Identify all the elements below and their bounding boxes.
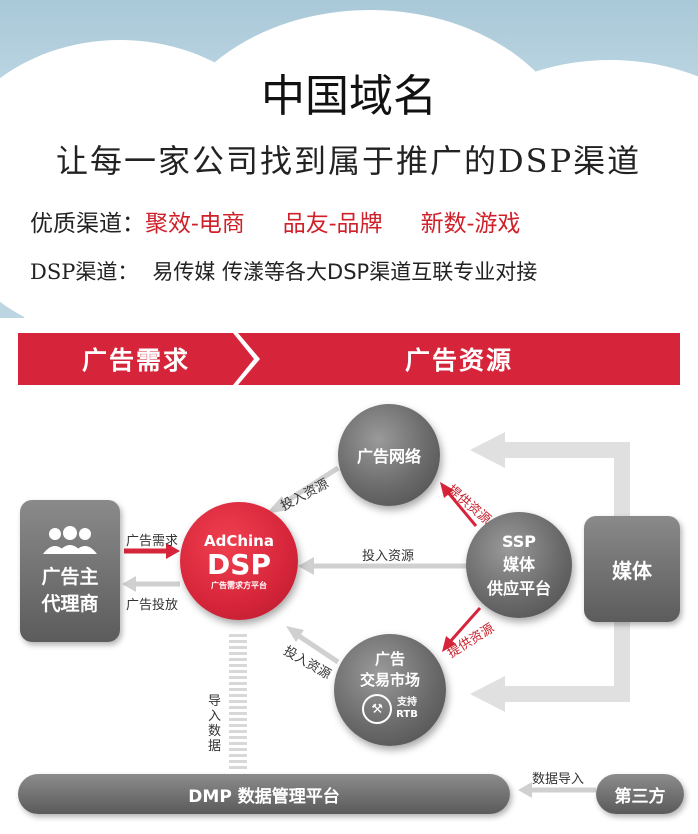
media-box: 媒体 (584, 516, 680, 622)
rtb-support-label: 支持 (396, 697, 417, 708)
dsp-channels-row: DSP渠道： 易传媒 传漾等各大DSP渠道互联专业对接 (30, 256, 537, 286)
rtb-label: RTB (396, 709, 418, 720)
third-party-label: 第三方 (614, 786, 666, 807)
arrowhead (298, 557, 314, 575)
agency-label: 代理商 (41, 593, 99, 615)
advertiser-label: 广告主 (41, 566, 99, 588)
ssp-platform-label: 供应平台 (486, 578, 551, 598)
arrowhead (442, 636, 456, 652)
exchange-label: 广告 (374, 650, 405, 668)
exchange-market-label: 交易市场 (359, 671, 420, 689)
dsp-channels-text: 易传媒 传漾等各大DSP渠道互联专业对接 (152, 260, 538, 284)
ad-exchange-circle: 广告 交易市场 ⚒ 支持 RTB (334, 634, 446, 746)
ssp-to-network-arrow (444, 489, 478, 527)
arrowhead (122, 576, 136, 592)
header-ad-demand-label: 广告需求 (81, 346, 190, 375)
rtb-badge: ⚒ 支持 RTB (362, 694, 418, 724)
arrowhead (518, 782, 532, 798)
quality-channel-item: 聚效-电商 (145, 211, 245, 237)
media-to-network-arrow (500, 442, 630, 520)
third-party-box: 第三方 (596, 774, 684, 814)
data-import-label: 数据导入 (532, 772, 585, 787)
media-label: 媒体 (612, 558, 652, 583)
ad-network-label: 广告网络 (356, 447, 421, 466)
gavel-icon: ⚒ (362, 694, 393, 724)
dsp-prefix: DSP渠道： (30, 260, 139, 284)
dmp-bar: DMP 数据管理平台 (18, 774, 510, 814)
quality-channel-item: 品友-品牌 (282, 211, 383, 237)
quality-prefix: 优质渠道： (30, 211, 145, 237)
header-ad-demand: 广告需求 (18, 333, 254, 385)
dsp-subtitle: 广告需求方平台 (211, 580, 267, 590)
ssp-to-exchange-arrow (446, 607, 482, 645)
arrowhead (286, 626, 304, 642)
dsp-circle: AdChina DSP 广告需求方平台 (180, 502, 298, 620)
people-icon (43, 526, 97, 554)
dsp-brand: AdChina (204, 531, 274, 550)
top-banner: 中国域名 让每一家公司找到属于推广的DSP渠道 优质渠道：聚效-电商 品友-品牌 新… (0, 0, 698, 318)
network-to-dsp-arrow (274, 465, 340, 511)
header-ad-resources-label: 广告资源 (404, 346, 513, 375)
banner-slogan: 让每一家公司找到属于推广的DSP渠道 (56, 142, 642, 180)
advertiser-agency-box: 广告主 代理商 (20, 500, 120, 642)
arrowhead (266, 496, 288, 514)
import-data-label: 导入数据 (208, 694, 222, 754)
header-ad-resources: 广告资源 (238, 333, 680, 385)
ad-delivery-label: 广告投放 (126, 598, 179, 613)
quality-channels-row: 优质渠道：聚效-电商 品友-品牌 新数-游戏 (30, 204, 520, 238)
ssp-label: SSP (501, 531, 537, 551)
ad-network-circle: 广告网络 (338, 404, 440, 506)
arrowhead (470, 676, 505, 712)
dsp-name: DSP (207, 547, 271, 581)
arrowhead (470, 432, 505, 468)
quality-channel-item: 新数-游戏 (420, 211, 521, 237)
media-to-exchange-arrow (500, 622, 630, 702)
arrowhead (440, 482, 454, 498)
arrowhead (166, 543, 180, 559)
dmp-label: DMP 数据管理平台 (188, 786, 340, 807)
banner-title: 中国域名 (261, 71, 437, 122)
invest-resource-label-2: 投入资源 (362, 549, 415, 564)
exchange-to-dsp-arrow (294, 631, 340, 665)
cloud-shape (20, 170, 698, 318)
ad-demand-label: 广告需求 (126, 534, 179, 549)
ssp-circle: SSP 媒体 供应平台 (466, 512, 572, 618)
ssp-media-label: 媒体 (502, 554, 535, 574)
